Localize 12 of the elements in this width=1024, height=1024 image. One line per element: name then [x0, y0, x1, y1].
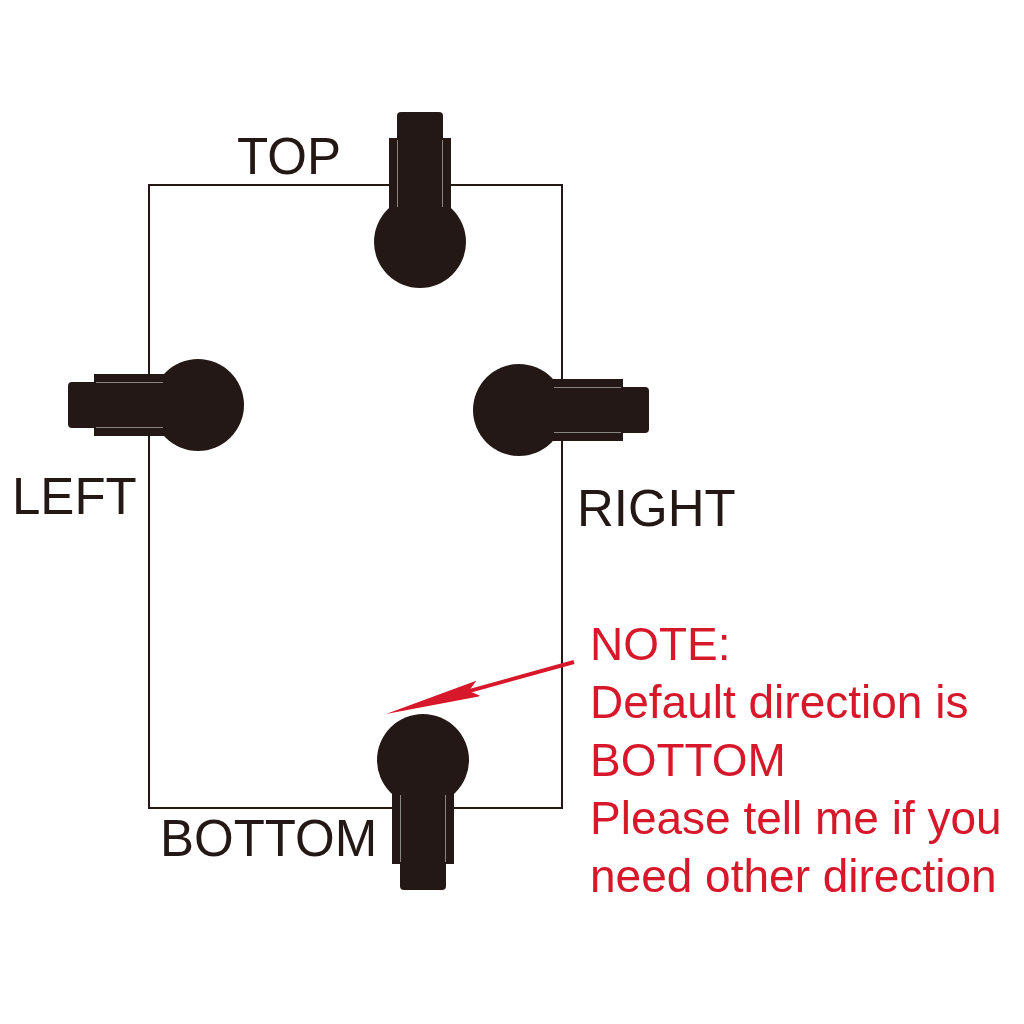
note-text: Please tell me if you need other direction	[590, 791, 1003, 904]
clip-drawing	[473, 364, 649, 456]
note-heading: NOTE:	[590, 617, 732, 672]
direction-label: RIGHT	[577, 483, 736, 534]
clip-drawing	[68, 359, 244, 451]
direction-label: LEFT	[12, 471, 137, 522]
direction-label: BOTTOM	[160, 813, 378, 864]
direction-label: TOP	[237, 131, 341, 182]
note-text: Default direction is BOTTOM	[590, 675, 970, 788]
clip-drawing	[377, 714, 469, 890]
arrow	[385, 660, 575, 716]
clip-drawing	[374, 112, 466, 288]
